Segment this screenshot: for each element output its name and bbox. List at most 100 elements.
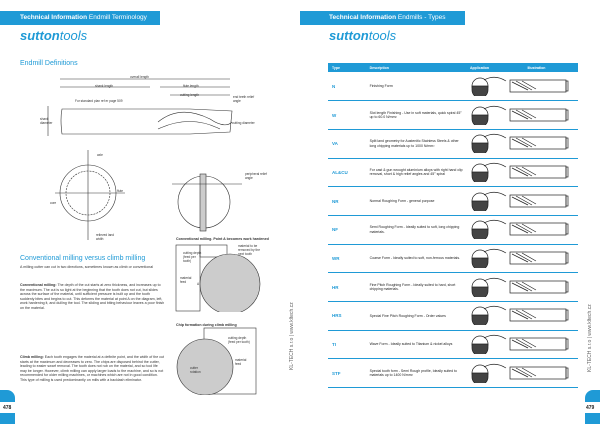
left-side-text: KL-TECH s.r.o | www.kltech.cz xyxy=(289,302,295,370)
row-type: VA xyxy=(328,129,366,159)
row-description: Slot length Finishing - Use in soft mate… xyxy=(365,100,466,130)
table-row: NR Normal Roughing Form - general purpos… xyxy=(328,186,578,216)
label-cutting-length: cutting length xyxy=(180,93,199,97)
label-peripheral-relief: peripheral relief angle xyxy=(245,172,267,180)
endmill-profile-icon xyxy=(471,306,569,328)
table-row: WR Coarse Form - Ideally suited to soft,… xyxy=(328,244,578,274)
endmill-profile-icon xyxy=(471,334,569,357)
endmill-profile-icon xyxy=(471,134,569,156)
row-illustration xyxy=(466,358,578,389)
row-illustration xyxy=(466,158,578,188)
row-description: Fine Pitch Roughing Form - Ideally suite… xyxy=(365,272,466,302)
conv-subtitle: A milling cutter can cut in two directio… xyxy=(20,265,154,269)
row-description: Finishing Form xyxy=(365,72,466,102)
col-application: Application xyxy=(466,63,524,72)
row-description: Split land geometry for Austenitic Stain… xyxy=(365,129,466,159)
row-illustration xyxy=(466,301,578,331)
fig2-depth-label: cutting depth (feed per tooth) xyxy=(228,336,250,344)
col-type: Type xyxy=(328,63,366,72)
table-row: W Slot length Finishing - Use in soft ma… xyxy=(328,100,578,130)
col-description: Description xyxy=(365,63,466,72)
row-description: For cast & gun wrought aluminium alloys … xyxy=(365,158,466,188)
conventional-climb-title: Conventional milling versus climb millin… xyxy=(20,255,146,262)
label-overall-length: overall length xyxy=(130,75,149,79)
label-axle: axle xyxy=(97,153,103,157)
endmill-profile-icon xyxy=(471,105,569,127)
row-illustration xyxy=(466,330,578,360)
right-page-number: 479 xyxy=(586,405,595,411)
fig2-caption: Chip formation during climb milling xyxy=(176,323,237,327)
fig1-point-a: A xyxy=(197,282,200,286)
row-description: Wave Form - Ideally suited to Titanium &… xyxy=(365,330,466,360)
header-bold: Technical Information xyxy=(329,14,397,21)
endmill-profile-icon xyxy=(471,220,569,242)
row-illustration xyxy=(466,244,578,274)
conventional-paragraph: Conventional milling: The depth of the c… xyxy=(20,283,165,310)
table-row: VA Split land geometry for Austenitic St… xyxy=(328,129,578,159)
left-header-bar: Technical Information Endmill Terminolog… xyxy=(0,11,160,25)
left-page-tab-bottom xyxy=(0,413,15,424)
row-type: HRS xyxy=(328,301,366,331)
fig2-feed-label: material feed xyxy=(235,358,247,366)
row-type: HR xyxy=(328,272,366,302)
fig1-feed-label: material feed xyxy=(180,276,192,284)
right-side-text: KL-TECH s.r.o | www.kltech.cz xyxy=(587,304,593,372)
row-description: Semi Roughing Form - Ideally suited to s… xyxy=(365,215,466,245)
label-shank-length: shank length xyxy=(95,84,114,88)
climb-milling-diagram xyxy=(176,327,257,395)
row-illustration xyxy=(466,100,578,130)
row-type: WR xyxy=(328,244,366,274)
right-page-tab xyxy=(585,390,600,402)
endmill-profile-icon xyxy=(471,277,569,299)
label-end-teeth: end teeth relief angle xyxy=(233,95,255,103)
row-description: Special tooth form - Semi Rough profile,… xyxy=(365,358,466,389)
label-land-width: relieved land width xyxy=(96,233,115,241)
header-title: Endmills - Types xyxy=(397,14,446,21)
row-illustration xyxy=(466,272,578,302)
row-type: N xyxy=(328,72,366,102)
label-core: core xyxy=(50,201,57,205)
right-page-tab-bottom xyxy=(585,413,600,424)
row-illustration xyxy=(466,215,578,245)
endmill-profile-icon xyxy=(471,191,569,213)
row-type: AL&CU xyxy=(328,158,366,188)
row-type: NF xyxy=(328,215,366,245)
table-row: STF Special tooth form - Semi Rough prof… xyxy=(328,358,578,389)
right-header-bar: Technical Information Endmills - Types xyxy=(300,11,465,25)
label-note: For standard plan ref er page 509 xyxy=(75,99,123,103)
conventional-milling-diagram xyxy=(175,244,261,312)
endmill-profile-icon xyxy=(471,76,569,98)
fig1-depth-label: cutting depth (feed per tooth) xyxy=(183,251,202,263)
peripheral-relief-diagram xyxy=(172,173,242,232)
cross-section-diagram xyxy=(55,150,125,240)
row-type: W xyxy=(328,100,366,130)
row-type: STF xyxy=(328,358,366,389)
endmill-profile-icon xyxy=(471,363,569,385)
endmill-profile-icon xyxy=(471,248,569,271)
row-type: NR xyxy=(328,186,366,216)
label-cutting-diameter: cutting diameter xyxy=(232,121,255,125)
left-page-number: 478 xyxy=(3,405,12,411)
endmill-profile-icon xyxy=(471,162,569,185)
col-illustration: Illustration xyxy=(523,63,578,72)
row-description: Coarse Form - Ideally suited to soft, no… xyxy=(365,244,466,274)
row-illustration xyxy=(466,72,578,102)
left-page-tab xyxy=(0,390,15,402)
climb-paragraph: Climb milling: Each tooth engages the ma… xyxy=(20,355,165,382)
label-flute-length: flute length xyxy=(183,84,199,88)
table-row: AL&CU For cast & gun wrought aluminium a… xyxy=(328,158,578,188)
row-illustration xyxy=(466,129,578,159)
label-flute: flute xyxy=(117,189,124,193)
table-row: HRS Special Fine Pitch Roughing Form - O… xyxy=(328,301,578,331)
row-type: TI xyxy=(328,330,366,360)
table-row: N Finishing Form xyxy=(328,72,578,102)
sutton-logo: suttontools xyxy=(20,28,88,43)
table-row: HR Fine Pitch Roughing Form - Ideally su… xyxy=(328,272,578,302)
endmill-terminology-diagram xyxy=(47,78,233,136)
row-description: Normal Roughing Form - general purpose xyxy=(365,186,466,216)
row-illustration xyxy=(466,186,578,216)
header-title: Endmill Terminology xyxy=(88,14,147,21)
row-description: Special Fine Pitch Roughing Form - Order… xyxy=(365,301,466,331)
fig2-rotation-label: cutter rotation xyxy=(190,366,201,374)
fig1-removed-label: material to be removed by the next tooth xyxy=(238,244,260,256)
